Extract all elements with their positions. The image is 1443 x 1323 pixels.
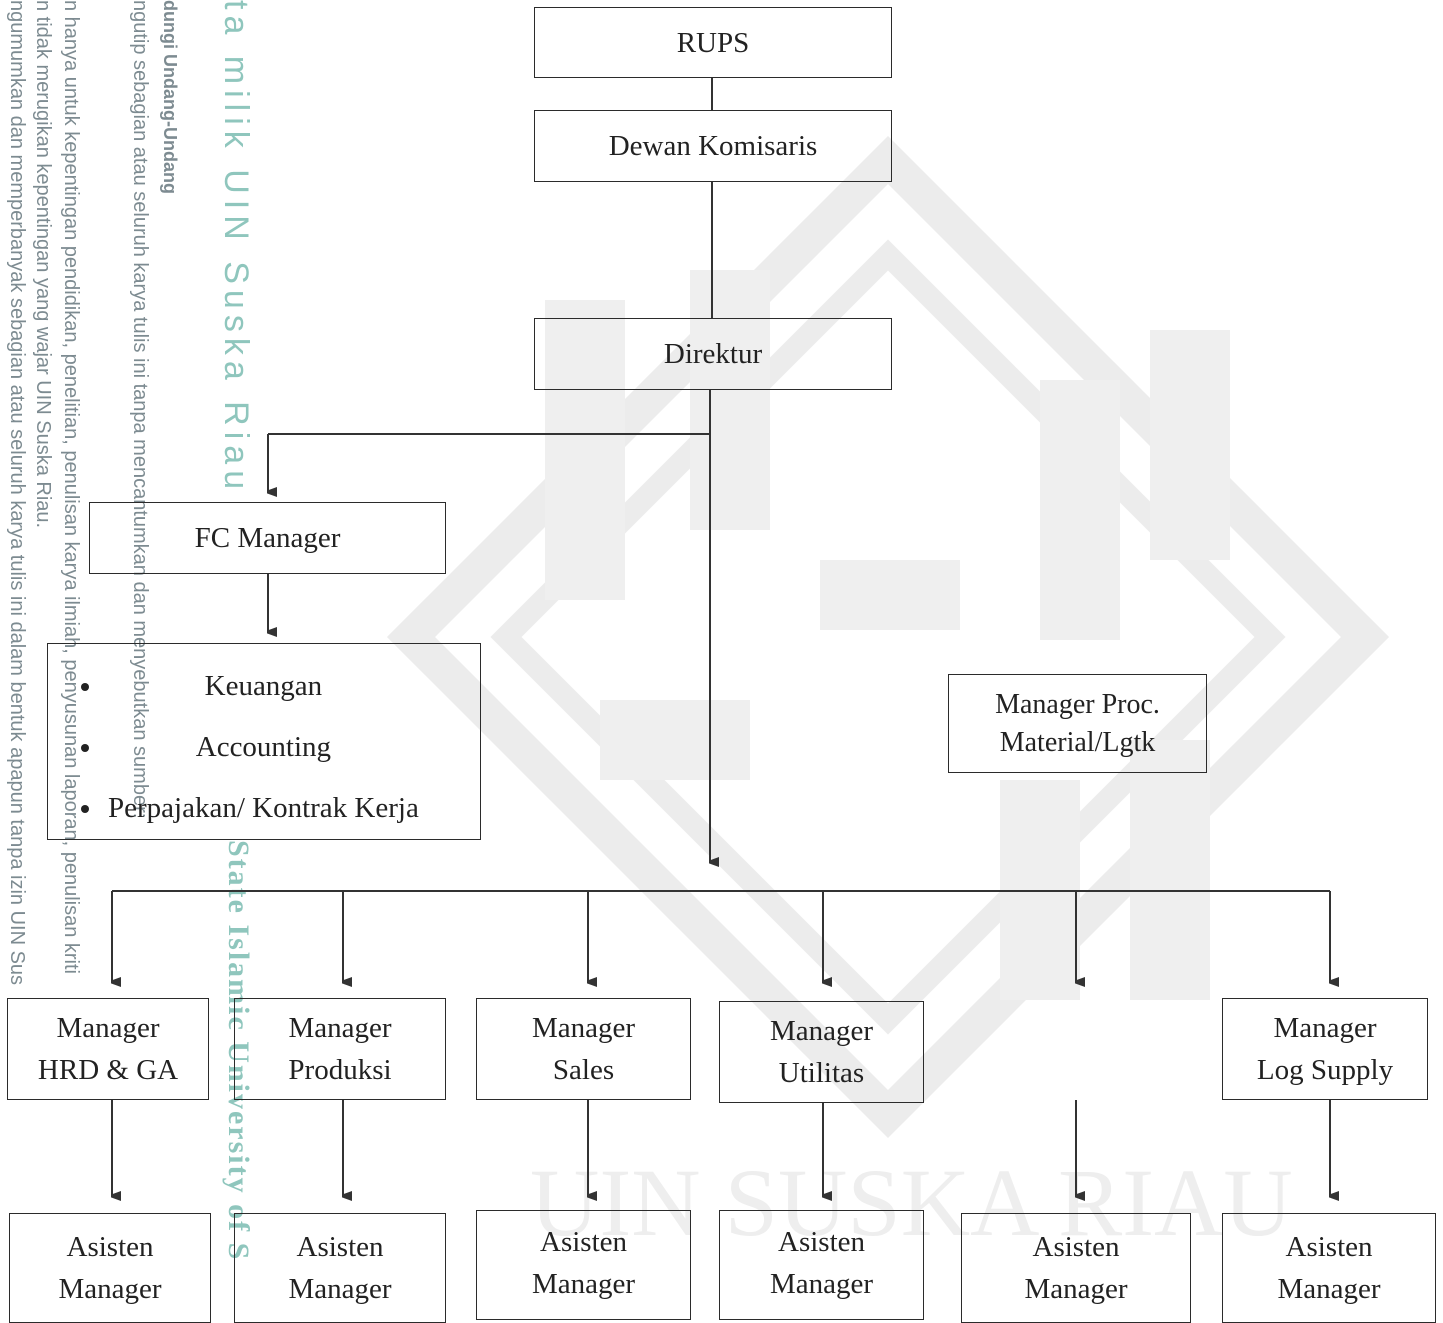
fc-manager-label: FC Manager bbox=[194, 522, 341, 554]
asisten-line1: Asisten bbox=[1032, 1231, 1120, 1263]
fc-unit-item: Perpajakan/ Kontrak Kerja bbox=[104, 778, 419, 839]
asisten-line2: Manager bbox=[1277, 1273, 1381, 1305]
manager-proc-line1: Manager Proc. bbox=[995, 688, 1160, 720]
asisten-line2: Manager bbox=[288, 1273, 392, 1305]
manager-sales-box: Manager Sales bbox=[476, 998, 691, 1100]
manager-log-supply-line2: Log Supply bbox=[1256, 1054, 1394, 1086]
manager-sales-line1: Manager bbox=[531, 1012, 636, 1044]
asisten-line1: Asisten bbox=[296, 1231, 384, 1263]
manager-produksi-line2: Produksi bbox=[288, 1054, 392, 1086]
fc-units-box: Keuangan Accounting Perpajakan/ Kontrak … bbox=[47, 643, 481, 840]
fc-unit-item: Accounting bbox=[104, 717, 419, 778]
manager-proc-line2: Material/Lgtk bbox=[999, 726, 1156, 758]
manager-hrd-line2: HRD & GA bbox=[37, 1054, 179, 1086]
asisten-line1: Asisten bbox=[66, 1231, 154, 1263]
fc-unit-item: Keuangan bbox=[104, 656, 419, 717]
dewan-komisaris-label: Dewan Komisaris bbox=[608, 130, 818, 162]
manager-hrd-box: Manager HRD & GA bbox=[7, 998, 209, 1100]
asisten-line2: Manager bbox=[769, 1268, 874, 1300]
direktur-label: Direktur bbox=[663, 338, 763, 370]
asisten-manager-box-6: Asisten Manager bbox=[1222, 1213, 1436, 1323]
asisten-line2: Manager bbox=[531, 1268, 636, 1300]
asisten-line2: Manager bbox=[1024, 1273, 1128, 1305]
asisten-line1: Asisten bbox=[1285, 1231, 1373, 1263]
asisten-manager-box-5: Asisten Manager bbox=[961, 1213, 1191, 1323]
manager-proc-box: Manager Proc. Material/Lgtk bbox=[948, 674, 1207, 773]
manager-sales-line2: Sales bbox=[552, 1054, 615, 1086]
asisten-line1: Asisten bbox=[540, 1226, 627, 1258]
asisten-manager-box-1: Asisten Manager bbox=[9, 1213, 211, 1323]
watermark-bottom-text: UIN SUSKA RIAU bbox=[530, 1149, 1293, 1256]
asisten-manager-box-3: Asisten Manager bbox=[476, 1210, 691, 1320]
manager-log-supply-box: Manager Log Supply bbox=[1222, 998, 1428, 1100]
asisten-line2: Manager bbox=[58, 1273, 162, 1305]
fc-manager-box: FC Manager bbox=[89, 502, 446, 574]
direktur-box: Direktur bbox=[534, 318, 892, 390]
manager-utilitas-line1: Manager bbox=[769, 1015, 874, 1047]
manager-produksi-box: Manager Produksi bbox=[234, 998, 446, 1100]
manager-log-supply-line1: Manager bbox=[1273, 1012, 1377, 1044]
asisten-manager-box-2: Asisten Manager bbox=[234, 1213, 446, 1323]
asisten-manager-box-4: Asisten Manager bbox=[719, 1210, 924, 1320]
dewan-komisaris-box: Dewan Komisaris bbox=[534, 110, 892, 182]
manager-utilitas-box: Manager Utilitas bbox=[719, 1001, 924, 1103]
fc-units-list: Keuangan Accounting Perpajakan/ Kontrak … bbox=[48, 656, 419, 839]
rups-box: RUPS bbox=[534, 7, 892, 78]
manager-produksi-line1: Manager bbox=[288, 1012, 392, 1044]
rups-label: RUPS bbox=[676, 26, 750, 59]
manager-utilitas-line2: Utilitas bbox=[778, 1057, 865, 1089]
asisten-line1: Asisten bbox=[778, 1226, 865, 1258]
manager-hrd-line1: Manager bbox=[56, 1012, 160, 1044]
